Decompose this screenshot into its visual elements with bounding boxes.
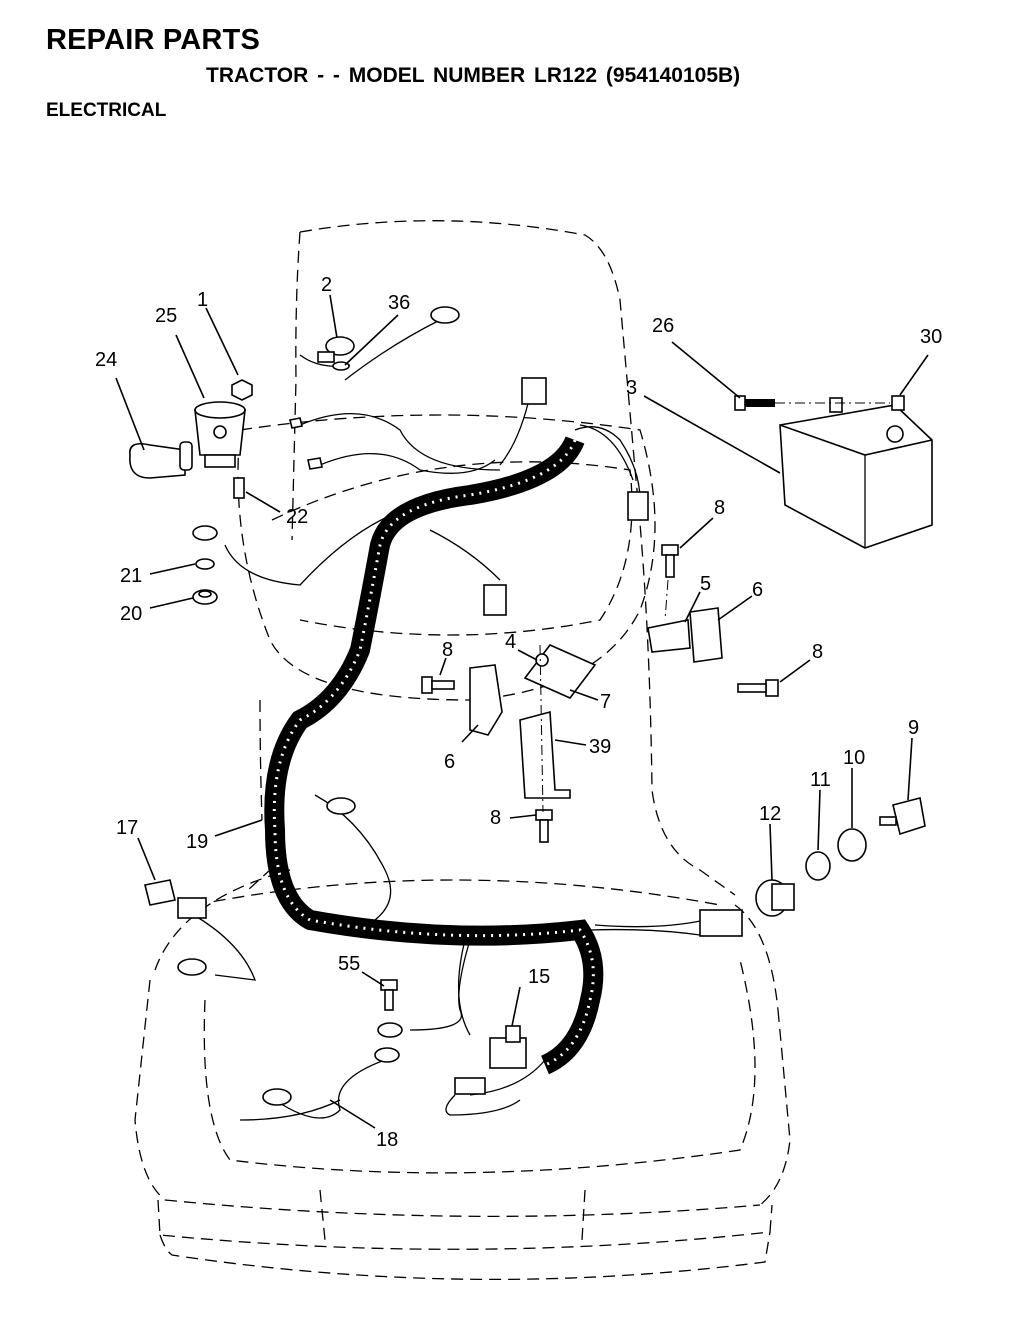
callout-6-switch: 6 (752, 579, 763, 601)
callout-18: 18 (376, 1129, 398, 1151)
callout-36: 36 (388, 292, 410, 314)
callout-2: 2 (321, 274, 332, 296)
callout-8-top: 8 (714, 497, 725, 519)
key-part (892, 797, 926, 836)
battery-part (779, 397, 933, 549)
callout-21: 21 (120, 565, 142, 587)
connector-part (699, 909, 743, 937)
callout-39: 39 (589, 736, 611, 758)
tractor-outline (134, 220, 791, 1281)
solenoid-part (194, 401, 246, 468)
switch-part (689, 607, 723, 663)
fuse-part (144, 879, 176, 906)
screw-part (535, 653, 549, 667)
bolt-part (745, 399, 775, 407)
fuse-holder-part (177, 897, 207, 919)
connector-part (483, 584, 507, 616)
callout-5: 5 (700, 573, 711, 595)
connector-part (627, 491, 649, 521)
callout-12: 12 (759, 803, 781, 825)
ring-terminal-part (377, 1022, 403, 1038)
ring-terminal-part (374, 1047, 400, 1063)
callout-11: 11 (810, 769, 831, 791)
nut-part (231, 379, 253, 401)
terminal-part (307, 457, 323, 470)
callout-24: 24 (95, 349, 117, 371)
model-number-line: TRACTOR - - MODEL NUMBER LR122 (95414010… (206, 64, 741, 87)
callout-8-middle: 8 (442, 639, 453, 661)
callout-19: 19 (186, 831, 208, 853)
nut-part (805, 851, 831, 881)
callout-30: 30 (920, 326, 942, 348)
callout-26: 26 (652, 315, 674, 337)
seat-switch-part (489, 1025, 527, 1069)
ring-terminal-part (326, 797, 356, 815)
connector-part (454, 1077, 486, 1095)
bolt-part (734, 395, 746, 411)
connector-part (521, 377, 547, 405)
key-part (879, 816, 897, 826)
screw-part (233, 477, 245, 499)
screw-part (380, 544, 779, 1011)
terminal-part (289, 417, 303, 429)
ground-wire-part (317, 306, 460, 371)
callout-22: 22 (286, 506, 308, 528)
callout-15: 15 (528, 966, 550, 988)
callout-9: 9 (908, 717, 919, 739)
callout-8-right: 8 (812, 641, 823, 663)
ring-terminal-part (192, 525, 218, 605)
terminal-boot-part (129, 441, 193, 479)
callout-17: 17 (116, 817, 138, 839)
callout-8-lower: 8 (490, 807, 501, 829)
callout-7: 7 (600, 691, 611, 713)
wire-harness (184, 319, 706, 1121)
parts (129, 306, 933, 1106)
callout-6-bracket: 6 (444, 751, 455, 773)
plate-part (523, 644, 597, 699)
callout-4: 4 (505, 631, 516, 653)
callout-55: 55 (338, 953, 360, 975)
callout-3: 3 (626, 377, 637, 399)
ring-terminal-part (262, 1088, 292, 1106)
bracket-part (469, 664, 503, 736)
nut-part (891, 395, 905, 411)
callout-20: 20 (120, 603, 142, 625)
bracket-part (519, 710, 571, 799)
callout-25: 25 (155, 305, 177, 327)
leader-lines (115, 294, 929, 1129)
ring-terminal-part (177, 958, 207, 976)
callout-1: 1 (197, 289, 208, 311)
callout-labels: 1 2 3 4 5 6 6 7 8 8 8 8 9 10 11 12 15 17… (95, 274, 942, 1151)
page-title: REPAIR PARTS (46, 24, 261, 56)
section-title: ELECTRICAL (46, 100, 167, 121)
bracket-part (647, 619, 691, 653)
callout-10: 10 (843, 747, 865, 769)
ignition-switch-part (755, 879, 795, 917)
bezel-part (837, 828, 867, 862)
